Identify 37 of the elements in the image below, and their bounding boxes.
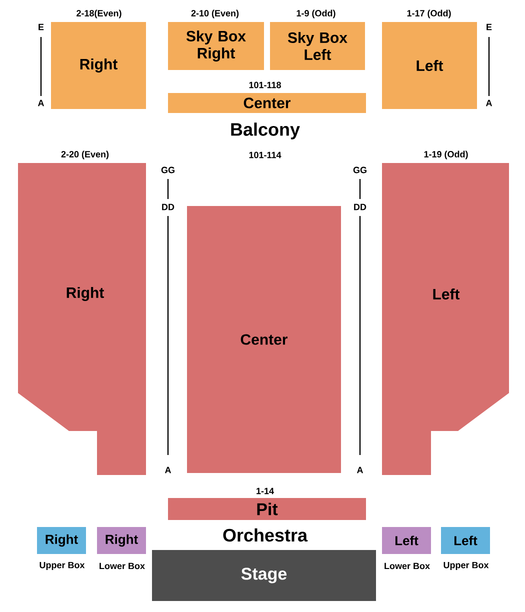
row-label: A — [356, 466, 363, 474]
seating-section: Right — [18, 163, 146, 475]
seat-range-label: Upper Box — [40, 562, 85, 570]
seating-section: Right — [51, 22, 146, 109]
seat-range-label: 1-14 — [256, 488, 274, 494]
row-label: 101-114 — [249, 152, 282, 158]
seat-range-label: 1-19 (Odd) — [424, 150, 468, 160]
seating-section: Left — [382, 163, 509, 475]
row-label: E — [486, 24, 492, 30]
seat-range-label: 2-18(Even) — [76, 10, 122, 18]
seating-section: Right — [37, 527, 86, 554]
seat-range-label: 1-17 (Odd) — [407, 10, 451, 18]
seating-section: Left — [382, 527, 431, 554]
seating-section: Sky Box Left — [270, 22, 365, 70]
seating-section: Left — [441, 527, 490, 554]
area-label: Orchestra — [223, 528, 308, 542]
seating-section: Sky Box Right — [168, 22, 264, 70]
seat-range-label: 2-20 (Even) — [61, 150, 109, 160]
seat-range-label: 1-9 (Odd) — [296, 10, 336, 18]
seat-range-label: 101-118 — [249, 82, 281, 88]
area-label: Balcony — [231, 122, 300, 140]
seat-range-label: Lower Box — [100, 562, 145, 570]
seat-range-label: Lower Box — [384, 562, 430, 570]
row-label: GG — [161, 166, 174, 174]
stage: Stage — [152, 550, 376, 601]
seating-section: Left — [382, 22, 477, 109]
row-label: A — [486, 100, 492, 106]
row-label: DD — [354, 204, 366, 210]
seating-section: Center — [168, 93, 366, 113]
seat-range-label: 2-10 (Even) — [191, 10, 239, 18]
row-label: GG — [353, 166, 366, 174]
seating-section: Right — [97, 527, 146, 554]
seating-section: Pit — [168, 498, 366, 520]
row-label: DD — [162, 204, 174, 210]
seat-range-label: Upper Box — [444, 562, 489, 570]
seating-section: Center — [187, 206, 341, 473]
row-label: A — [164, 466, 171, 474]
